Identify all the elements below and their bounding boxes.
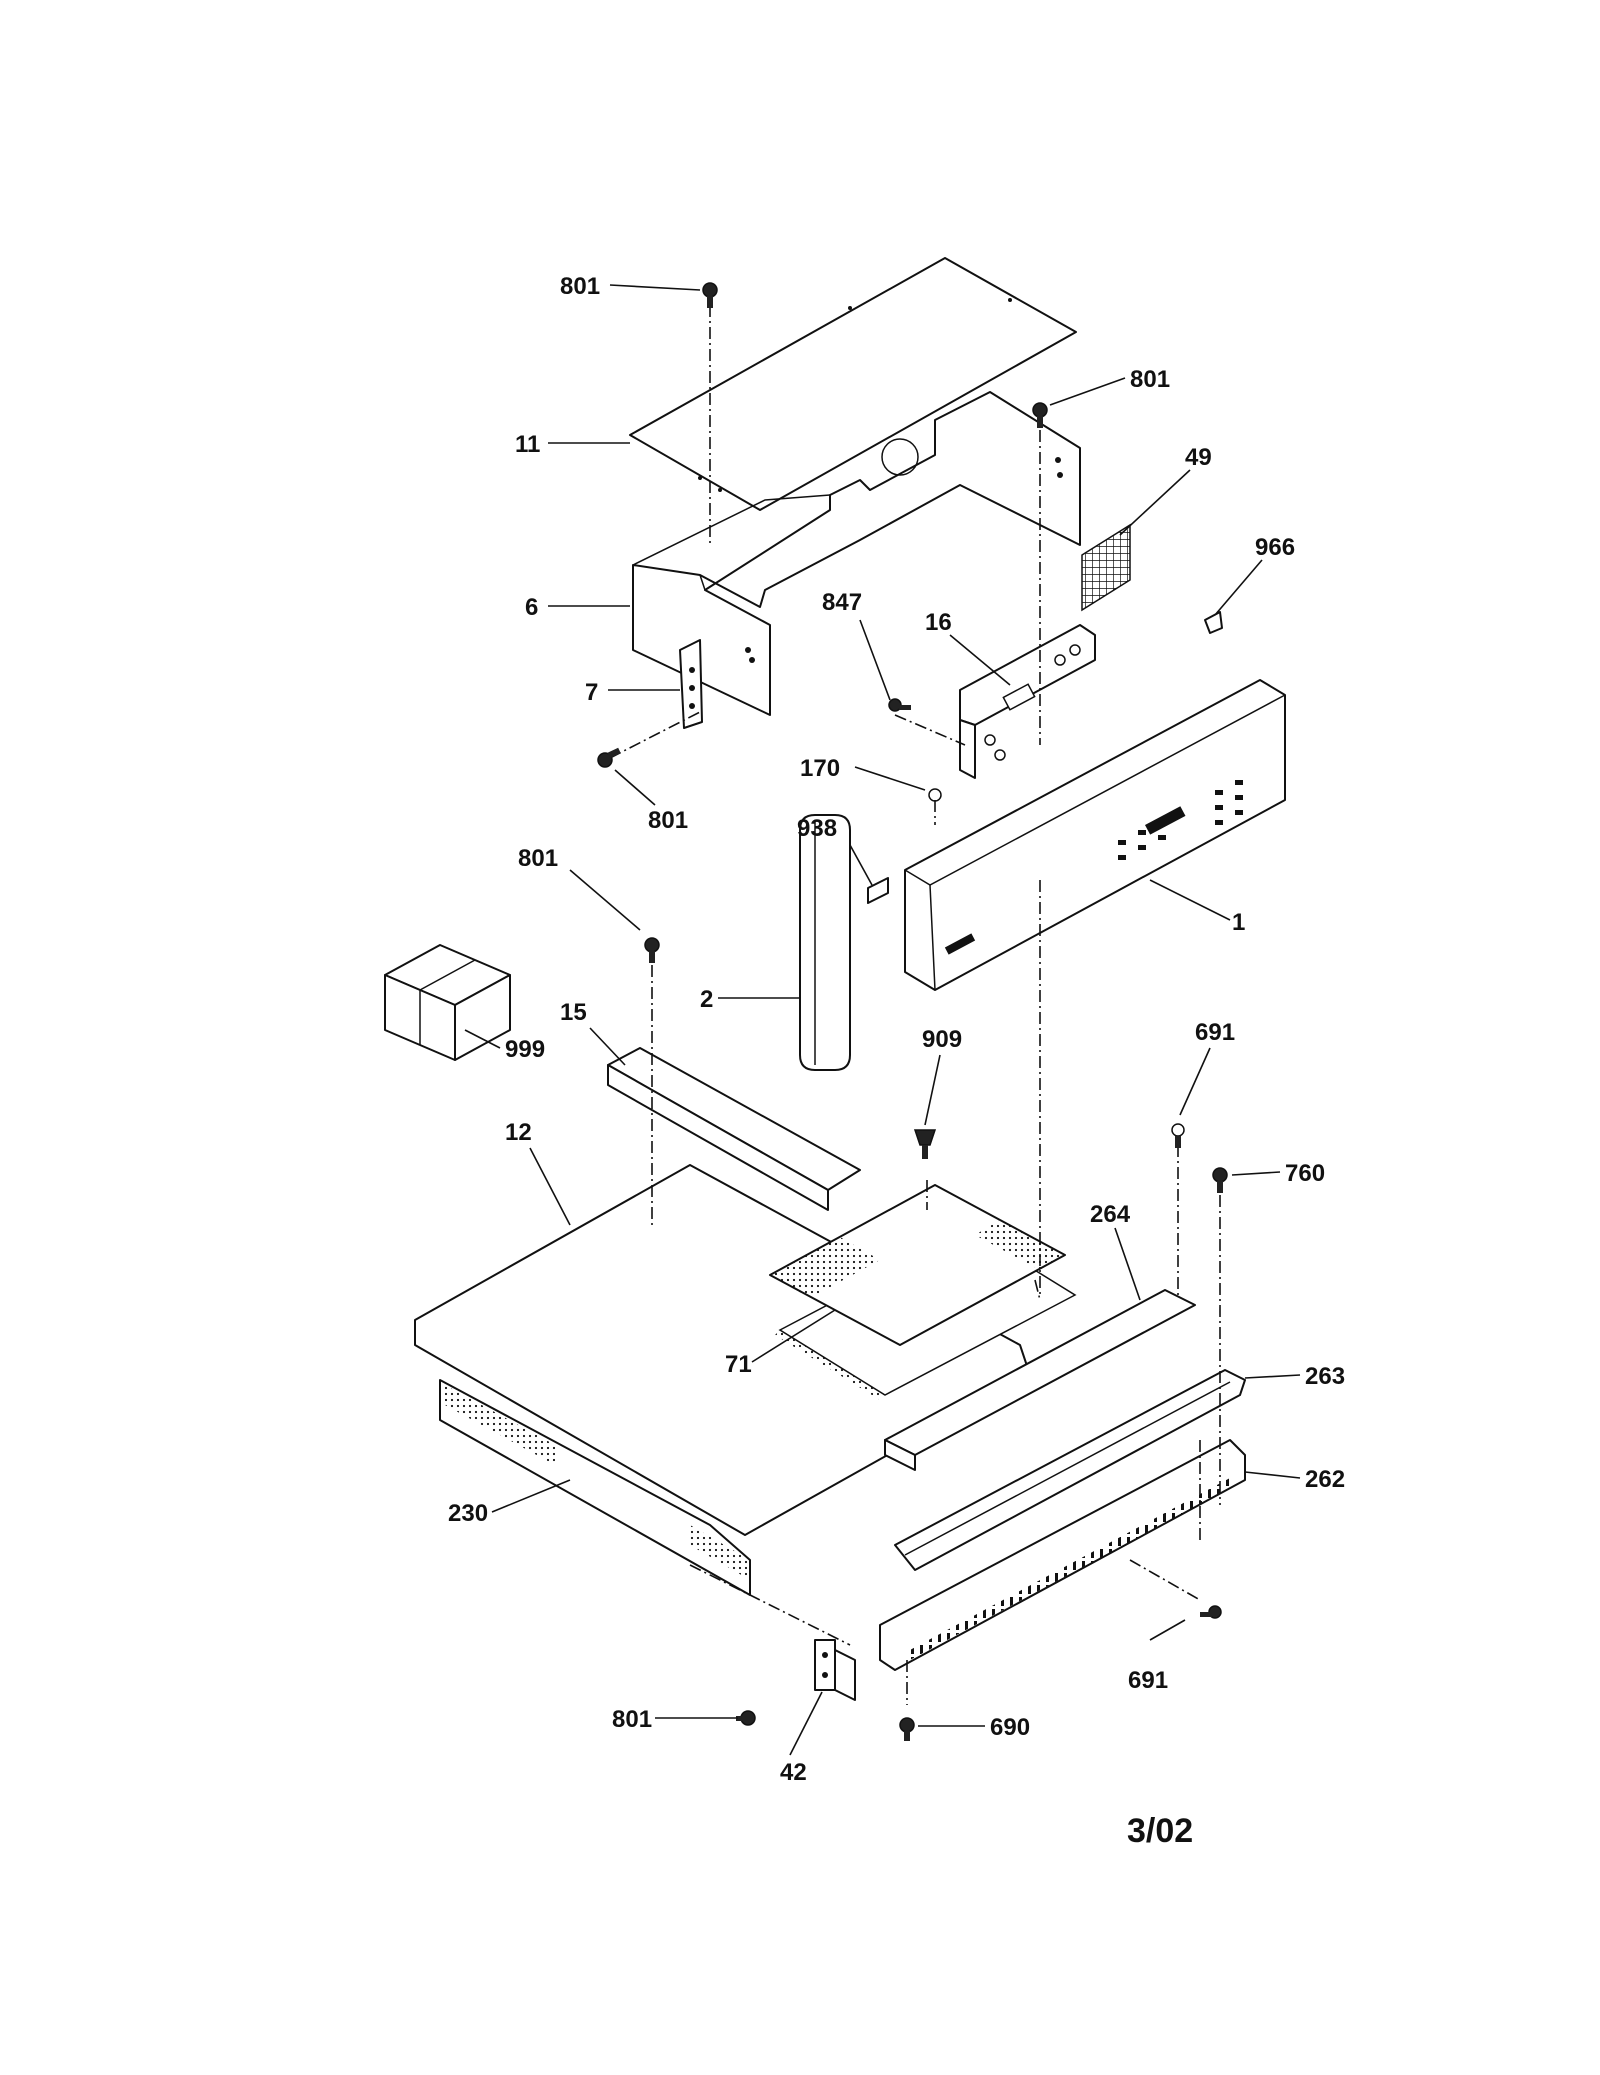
label-16: 16 bbox=[925, 609, 952, 636]
screw-801-right bbox=[1032, 402, 1048, 428]
label-42: 42 bbox=[780, 1759, 807, 1786]
screw-691-top bbox=[1171, 1123, 1185, 1148]
label-801: 801 bbox=[1130, 366, 1170, 393]
label-966: 966 bbox=[1255, 534, 1295, 561]
package-box bbox=[384, 944, 511, 1061]
label-801: 801 bbox=[648, 807, 688, 834]
label-12: 12 bbox=[505, 1119, 532, 1146]
channel-15 bbox=[607, 1047, 861, 1211]
label-6: 6 bbox=[525, 594, 538, 621]
insulation-panel bbox=[769, 1184, 1066, 1346]
end-cap bbox=[799, 814, 851, 1071]
screw-909 bbox=[913, 1129, 937, 1159]
screw-801-mid bbox=[597, 747, 621, 768]
label-49: 49 bbox=[1185, 444, 1212, 471]
leader-lines bbox=[464, 284, 1301, 1756]
date-code: 3/02 bbox=[1127, 1812, 1193, 1850]
top-cover-plate bbox=[629, 257, 1077, 511]
screw-966 bbox=[1204, 611, 1223, 634]
label-690: 690 bbox=[990, 1714, 1030, 1741]
grille-mesh bbox=[1081, 523, 1131, 612]
trim-263 bbox=[894, 1369, 1246, 1571]
label-691: 691 bbox=[1128, 1667, 1168, 1694]
label-801: 801 bbox=[560, 273, 600, 300]
control-board bbox=[959, 624, 1096, 779]
label-71: 71 bbox=[725, 1351, 752, 1378]
label-11: 11 bbox=[515, 431, 540, 458]
bracket-42 bbox=[814, 1639, 856, 1701]
screw-801-top bbox=[702, 282, 718, 308]
label-760: 760 bbox=[1285, 1160, 1325, 1187]
screw-760 bbox=[1212, 1167, 1228, 1193]
lower-tray bbox=[439, 1379, 751, 1596]
label-691: 691 bbox=[1195, 1019, 1235, 1046]
label-15: 15 bbox=[560, 999, 587, 1026]
part-labels: 801 11 801 49 966 6 847 16 7 801 170 938… bbox=[448, 273, 1345, 1786]
label-938: 938 bbox=[797, 815, 837, 842]
label-263: 263 bbox=[1305, 1363, 1345, 1390]
screw-690 bbox=[899, 1717, 915, 1741]
screw-691-bottom bbox=[1200, 1605, 1222, 1619]
screw-170 bbox=[928, 788, 942, 802]
label-801: 801 bbox=[612, 1706, 652, 1733]
label-909: 909 bbox=[922, 1026, 962, 1053]
alignment-lines bbox=[609, 305, 1221, 1705]
label-847: 847 bbox=[822, 589, 862, 616]
support-rail bbox=[884, 1289, 1196, 1471]
vent-panel bbox=[879, 1439, 1246, 1671]
label-801: 801 bbox=[518, 845, 558, 872]
bracket-7 bbox=[679, 639, 703, 729]
label-999: 999 bbox=[505, 1036, 545, 1063]
label-170: 170 bbox=[800, 755, 840, 782]
screw-801-left bbox=[644, 937, 660, 963]
screw-847 bbox=[888, 698, 911, 712]
clip-938 bbox=[867, 877, 889, 904]
screw-801-bottom bbox=[736, 1710, 756, 1726]
control-panel bbox=[904, 679, 1286, 991]
label-2: 2 bbox=[700, 986, 713, 1013]
label-264: 264 bbox=[1090, 1201, 1131, 1228]
label-7: 7 bbox=[585, 679, 598, 706]
label-1: 1 bbox=[1232, 909, 1245, 936]
chassis-frame bbox=[632, 391, 1081, 716]
screws bbox=[597, 282, 1228, 1741]
label-230: 230 bbox=[448, 1500, 488, 1527]
label-262: 262 bbox=[1305, 1466, 1345, 1493]
